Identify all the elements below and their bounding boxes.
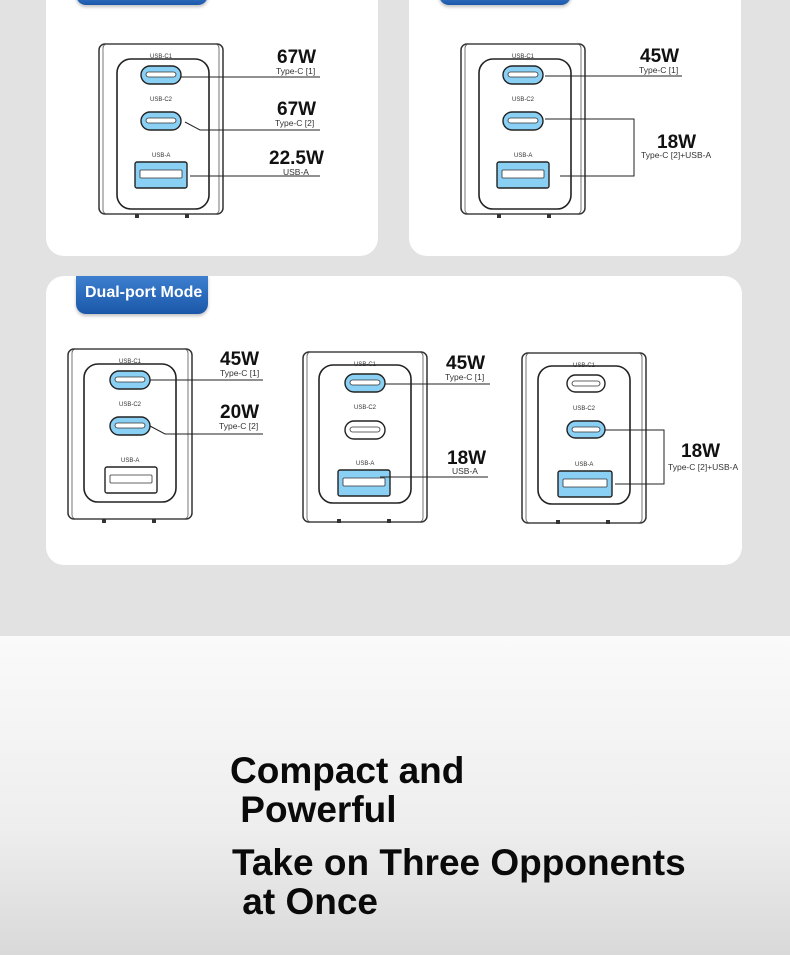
usb-a-wattage: 18W bbox=[447, 448, 487, 469]
usb-a-port-label: USB-A bbox=[356, 461, 375, 467]
dual-port-mode-tab: Dual-port Mode bbox=[76, 276, 208, 314]
usb-a-port-name: USB-A bbox=[452, 466, 478, 476]
c1-port-name: Type-C [1] bbox=[220, 368, 260, 378]
charger-outline bbox=[302, 351, 428, 523]
c1-wattage: 45W bbox=[640, 46, 680, 67]
usb-a-port-label: USB-A bbox=[575, 462, 594, 468]
usb-a-port-label: USB-A bbox=[121, 458, 140, 464]
bottom-section-background bbox=[0, 636, 790, 955]
c1-wattage: 45W bbox=[220, 349, 260, 370]
usb-c1-port-label: USB-C1 bbox=[354, 362, 377, 368]
headline-line-1: Compact and bbox=[230, 750, 465, 791]
c1-wattage: 67W bbox=[277, 47, 317, 68]
mode-tab-2 bbox=[439, 0, 571, 5]
c1-port-name: Type-C [1] bbox=[276, 66, 316, 76]
charger-outline bbox=[521, 352, 647, 524]
usb-c2-port-label: USB-C2 bbox=[354, 405, 377, 411]
usb-a-port-name: USB-A bbox=[283, 167, 309, 177]
usb-c1-port-label: USB-C1 bbox=[150, 54, 173, 60]
c1-wattage: 45W bbox=[446, 353, 486, 374]
headline-line-4: at Once bbox=[232, 881, 378, 922]
usb-c1-port-label: USB-C1 bbox=[119, 359, 142, 365]
c2-port-name: Type-C [2] bbox=[275, 118, 315, 128]
mode-tab-1 bbox=[76, 0, 208, 5]
c1-port-name: Type-C [1] bbox=[445, 372, 485, 382]
headline-line-2: Powerful bbox=[230, 789, 397, 830]
charger-illustration: USB-C1 USB-C2 USB-A bbox=[98, 41, 224, 219]
charger-illustration: USB-C1 USB-C2 USB-A bbox=[460, 41, 586, 219]
charger-outline bbox=[67, 348, 193, 523]
usb-c2-port-label: USB-C2 bbox=[119, 402, 142, 408]
shared-port-name: Type-C [2]+USB-A bbox=[641, 150, 712, 160]
usb-a-port-label: USB-A bbox=[514, 153, 533, 159]
shared-port-name: Type-C [2]+USB-A bbox=[668, 462, 739, 472]
shared-wattage: 18W bbox=[657, 132, 697, 153]
usb-c2-port-label: USB-C2 bbox=[512, 97, 535, 103]
usb-c1-port-label: USB-C1 bbox=[573, 363, 596, 369]
usb-a-wattage: 22.5W bbox=[269, 148, 324, 169]
usb-c1-port-label: USB-C1 bbox=[512, 54, 535, 60]
charger-outline bbox=[460, 43, 586, 218]
usb-c2-port-label: USB-C2 bbox=[573, 406, 596, 412]
dual-port-mode-label: Dual-port Mode bbox=[85, 284, 203, 301]
shared-wattage: 18W bbox=[681, 441, 721, 462]
c2-wattage: 20W bbox=[220, 402, 260, 423]
c2-wattage: 67W bbox=[277, 99, 317, 120]
c2-port-name: Type-C [2] bbox=[219, 421, 259, 431]
usb-a-port-label: USB-A bbox=[152, 153, 171, 159]
headline-line-3: Take on Three Opponents bbox=[232, 842, 686, 883]
charger-illustration: USB-C1 USB-C2 USB-A bbox=[521, 350, 647, 528]
charger-illustration: USB-C1 USB-C2 USB-A bbox=[67, 346, 193, 524]
charger-outline bbox=[98, 43, 224, 218]
charger-illustration: USB-C1 USB-C2 USB-A bbox=[302, 349, 428, 527]
c1-port-name: Type-C [1] bbox=[639, 65, 679, 75]
usb-c2-port-label: USB-C2 bbox=[150, 97, 173, 103]
